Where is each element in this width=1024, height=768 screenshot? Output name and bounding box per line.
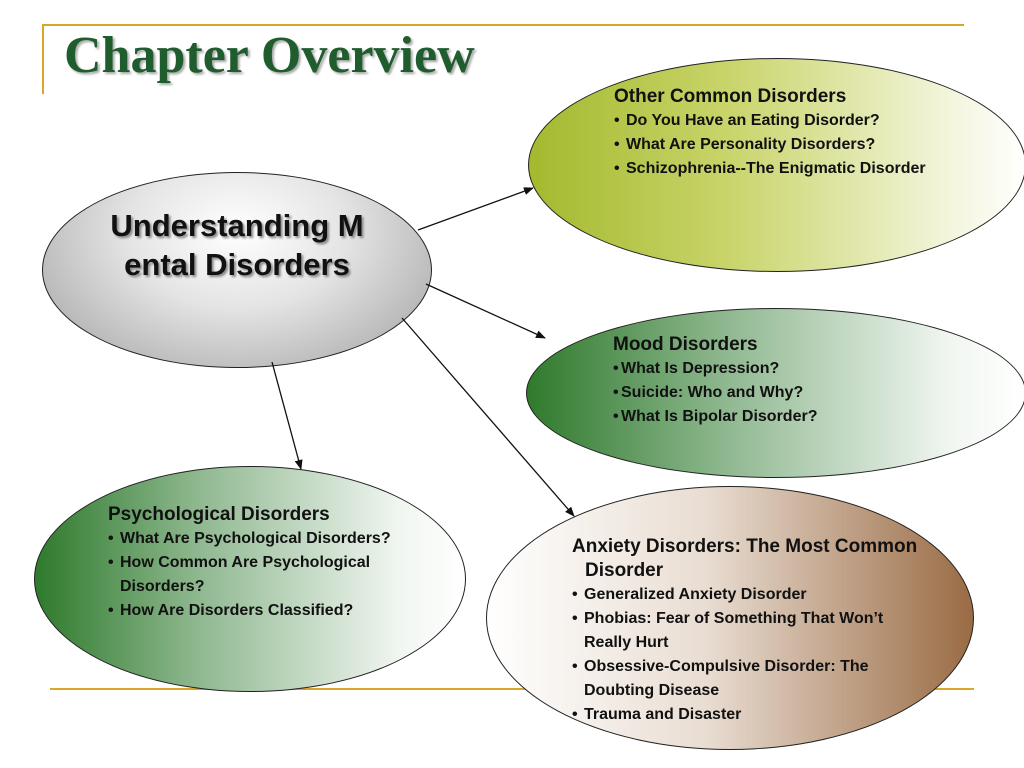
- list-item-text: Schizophrenia--The Enigmatic Disorder: [626, 160, 926, 177]
- list-item-text: How Are Disorders Classified?: [120, 602, 354, 619]
- list-item-text: Do You Have an Eating Disorder?: [626, 112, 880, 129]
- frame-bottom-line: [50, 688, 974, 690]
- list-item: • How Are Disorders Classified?: [108, 599, 408, 623]
- node-title: Psychological Disorders: [108, 504, 330, 525]
- bullet-marker: •: [614, 112, 620, 129]
- node-other-common-disorders: Other Common Disorders • Do You Have an E…: [614, 85, 944, 181]
- frame-top-line: [42, 24, 964, 26]
- list-item: •What Is Bipolar Disorder?: [613, 405, 913, 429]
- node-title: Mood Disorders: [613, 334, 758, 355]
- list-item-text: Obsessive-Compulsive Disorder: The Doubt…: [584, 658, 869, 699]
- node-title: Other Common Disorders: [614, 86, 847, 107]
- bullet-marker: •: [613, 408, 619, 425]
- node-anxiety-disorders: Anxiety Disorders: The Most Common Disor…: [572, 535, 932, 727]
- list-item: • Phobias: Fear of Something That Won’t R…: [572, 607, 932, 655]
- psychological-disorders-ellipse: [34, 466, 466, 692]
- node-psychological-disorders: Psychological Disorders • What Are Psycho…: [108, 503, 408, 623]
- bullet-list: • Do You Have an Eating Disorder? • What A…: [614, 109, 944, 181]
- bullet-marker: •: [613, 360, 619, 377]
- list-item: • Schizophrenia--The Enigmatic Disorder: [614, 157, 944, 181]
- bullet-marker: •: [614, 160, 620, 177]
- list-item-text: What Are Psychological Disorders?: [120, 530, 391, 547]
- other-disorders-ellipse: [528, 58, 1024, 272]
- list-item: •What Is Depression?: [613, 357, 913, 381]
- list-item: •Suicide: Who and Why?: [613, 381, 913, 405]
- mood-disorders-ellipse: [526, 308, 1024, 478]
- arrow-to-psychological-disorders: [271, 361, 303, 470]
- bullet-marker: •: [108, 602, 114, 619]
- list-item-text: What Is Depression?: [621, 360, 780, 377]
- bullet-marker: •: [572, 586, 578, 603]
- list-item-text: Generalized Anxiety Disorder: [584, 586, 807, 603]
- arrow-to-mood-disorders: [425, 283, 546, 339]
- bullet-marker: •: [572, 706, 578, 723]
- center-ellipse: [42, 172, 432, 368]
- list-item: • What Are Psychological Disorders?: [108, 527, 408, 551]
- bullet-marker: •: [613, 384, 619, 401]
- slide-title: Chapter Overview: [64, 27, 475, 84]
- bullet-marker: •: [108, 554, 114, 571]
- center-node-label: Understanding Mental Disorders: [110, 208, 364, 282]
- list-item: • Obsessive-Compulsive Disorder: The Doub…: [572, 655, 932, 703]
- bullet-list: • Generalized Anxiety Disorder • Phobias: …: [572, 583, 932, 727]
- list-item-text: What Are Personality Disorders?: [626, 136, 876, 153]
- bullet-marker: •: [108, 530, 114, 547]
- bullet-list: •What Is Depression? •Suicide: Who and W…: [613, 357, 913, 429]
- bullet-marker: •: [572, 658, 578, 675]
- bullet-marker: •: [614, 136, 620, 153]
- list-item: • How Common Are Psychological Disorders?: [108, 551, 408, 599]
- list-item: • Generalized Anxiety Disorder: [572, 583, 932, 607]
- node-title: Anxiety Disorders: The Most Common Disor…: [572, 536, 918, 581]
- arrow-to-anxiety-disorders: [401, 317, 575, 517]
- bullet-marker: •: [572, 610, 578, 627]
- node-mood-disorders: Mood Disorders •What Is Depression? •Sui…: [613, 333, 913, 429]
- list-item-text: How Common Are Psychological Disorders?: [120, 554, 371, 595]
- list-item-text: Phobias: Fear of Something That Won’t Re…: [584, 610, 884, 651]
- bullet-list: • What Are Psychological Disorders? • How …: [108, 527, 408, 623]
- list-item-text: Suicide: Who and Why?: [621, 384, 804, 401]
- list-item: • Do You Have an Eating Disorder?: [614, 109, 944, 133]
- list-item-text: Trauma and Disaster: [584, 706, 742, 723]
- frame-left-line: [42, 24, 44, 94]
- list-item: • Trauma and Disaster: [572, 703, 932, 727]
- list-item: • What Are Personality Disorders?: [614, 133, 944, 157]
- arrow-to-other-disorders: [417, 187, 534, 231]
- anxiety-disorders-ellipse: [486, 486, 974, 750]
- list-item-text: What Is Bipolar Disorder?: [621, 408, 818, 425]
